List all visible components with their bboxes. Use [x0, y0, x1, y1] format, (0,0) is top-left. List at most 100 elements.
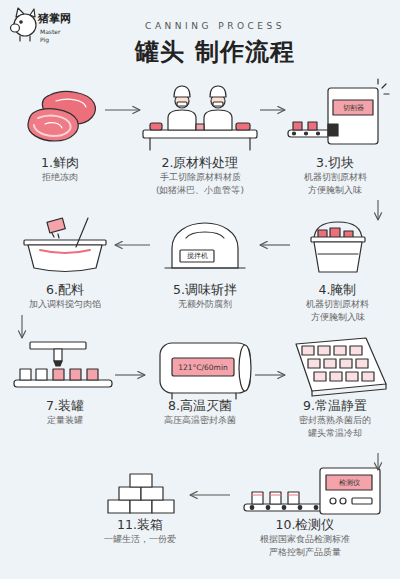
cooling-tray	[350, 346, 362, 355]
step-title: 7.装罐	[15, 398, 115, 414]
process-step: 2.原材料处理手工切除原材料材质 (如猪淋巴、小血管等)	[140, 85, 260, 200]
cooling-tray	[334, 346, 346, 355]
process-step: 4.腌制机器切割原材料 方便腌制入味	[290, 220, 385, 315]
meat-icon	[45, 123, 62, 128]
step-title: 8.高温灭菌	[145, 398, 255, 414]
cooling-tray	[296, 338, 386, 396]
cutter-machine	[378, 79, 389, 94]
cooling-tray	[318, 346, 330, 355]
cooling-tray	[308, 359, 320, 368]
pot-icon	[76, 218, 88, 247]
logo-pig	[30, 9, 35, 17]
worker-icon	[177, 102, 187, 106]
filling-machine	[14, 380, 112, 387]
detector-machine	[314, 506, 318, 510]
worker-icon	[150, 123, 162, 130]
bucket-icon	[311, 222, 365, 272]
box-stack	[119, 487, 141, 500]
meat-icon	[56, 99, 86, 107]
cutter-machine	[308, 122, 317, 130]
flow-arrow	[260, 244, 290, 245]
cooling-tray	[362, 372, 374, 381]
detector-machine	[352, 498, 372, 504]
box-stack	[108, 500, 130, 513]
detector-machine	[252, 494, 299, 495]
logo-pig	[11, 8, 37, 41]
step-title: 1.鲜肉	[15, 155, 105, 171]
worker-icon	[150, 138, 250, 150]
page-title: 罐头 制作流程	[20, 38, 400, 66]
detector-machine	[252, 492, 263, 504]
bucket-icon	[318, 253, 358, 254]
mixer-machine	[180, 250, 214, 262]
worker-icon	[196, 124, 204, 130]
filling-machine	[87, 369, 98, 380]
filling-machine	[54, 361, 62, 366]
mixer-machine	[186, 232, 224, 238]
process-step: 8.高温灭菌高压高温密封杀菌	[145, 338, 255, 453]
step-title: 2.原材料处理	[140, 155, 260, 171]
sterilizer-tank	[160, 343, 251, 399]
worker-icon	[210, 86, 226, 97]
cooling-tray	[296, 338, 386, 391]
machine-label: 检测仪	[339, 478, 360, 487]
cooling-tray	[356, 359, 368, 368]
mixer-machine	[165, 267, 245, 268]
filling-machine	[14, 342, 112, 387]
worker-icon	[143, 130, 257, 138]
cooling-tray	[330, 372, 342, 381]
subtitle: CANNING PROCESS	[145, 21, 285, 32]
step-description: 加入调料搅匀肉馅	[15, 298, 115, 311]
filling-machine	[36, 369, 47, 380]
cutter-machine	[328, 124, 338, 136]
step-description: 机器切割原材料 方便腌制入味	[290, 298, 385, 324]
logo-pig	[11, 24, 20, 32]
cutter-machine	[288, 79, 389, 144]
detector-machine	[282, 506, 286, 510]
cutter-machine	[333, 100, 373, 115]
cutter-machine	[293, 122, 302, 130]
box-stack	[130, 500, 152, 513]
step-description: 高压高温密封杀菌	[148, 414, 253, 427]
step-title: 4.腌制	[290, 282, 385, 298]
step-description: 一罐生活，一份爱	[90, 533, 190, 546]
cooling-tray	[324, 359, 336, 368]
step-description: 手工切除原材料材质 (如猪淋巴、小血管等)	[148, 171, 253, 197]
step-title: 6.配料	[15, 282, 115, 298]
process-step: 5.调味斩拌无额外防腐剂	[150, 220, 260, 315]
step-title: 5.调味斩拌	[150, 282, 260, 298]
flow-arrow	[190, 494, 230, 495]
box-stack	[152, 500, 174, 513]
flow-arrow	[377, 453, 378, 470]
worker-icon	[168, 110, 196, 130]
mixer-machine	[165, 223, 245, 268]
process-step: 1.鲜肉拒绝冻肉	[15, 85, 105, 200]
worker-icon	[204, 110, 232, 130]
cutter-machine	[317, 132, 320, 135]
step-description: 定量装罐	[15, 414, 115, 427]
flow-arrow	[260, 109, 285, 110]
logo-pig	[20, 36, 30, 41]
sterilizer-tank	[239, 345, 251, 391]
detector-machine	[270, 492, 281, 504]
detector-machine	[250, 506, 254, 510]
box-stack	[141, 487, 163, 500]
illustration	[11, 8, 390, 514]
detector-machine	[266, 506, 270, 510]
detector-machine	[330, 498, 336, 504]
process-step: 7.装罐定量装罐	[15, 338, 115, 453]
logo-pig	[20, 21, 22, 23]
cutter-machine	[305, 132, 308, 135]
step-title: 9.常温静置	[285, 398, 385, 414]
pot-icon	[47, 218, 65, 233]
machine-label: 搅拌机	[187, 252, 208, 261]
sterilizer-tank	[172, 358, 234, 376]
box-stack	[130, 474, 152, 487]
detector-machine	[326, 475, 372, 490]
worker-icon	[143, 86, 257, 150]
brand-name: 猪掌网	[38, 13, 71, 26]
worker-icon	[174, 86, 190, 97]
process-step: 11.装箱一罐生活，一份爱	[90, 470, 190, 570]
detector-machine	[320, 468, 380, 514]
